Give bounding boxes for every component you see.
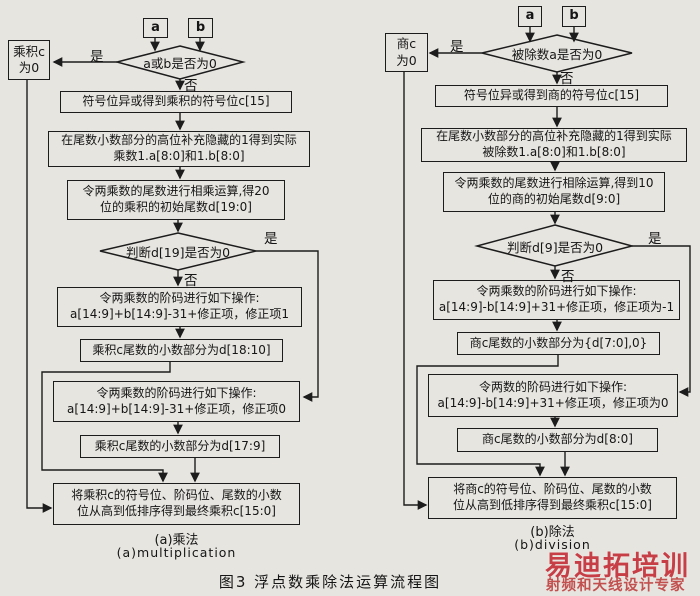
div-no-label-1: 否 <box>560 71 574 87</box>
div-exponent-corr0-box: 令两数的阶码进行如下操作: a[14:9]-b[14:9]+31+修正项，修正项… <box>428 374 678 417</box>
mult-yes-label-1: 是 <box>90 49 104 65</box>
div-caption-en: (b)division <box>514 537 591 552</box>
div-mantissa-op-box: 令两乘数的尾数进行相除运算,得到10 位的商的初始尾数d[9:0] <box>443 172 665 212</box>
div-caption-zh: (b)除法 <box>530 525 575 540</box>
mult-caption-en: (a)multiplication <box>116 545 237 560</box>
watermark-brand: 易迪拓培训 <box>545 551 690 582</box>
mult-input-b-box: b <box>188 18 213 38</box>
watermark-tagline: 射频和天线设计专家 <box>546 578 686 594</box>
mult-caption-zh: (a)乘法 <box>154 533 199 548</box>
mult-exponent-corr0-box: 令两乘数的阶码进行如下操作: a[14:9]+b[14:9]-31+修正项，修正… <box>53 381 300 422</box>
mult-exponent-corr1-box: 令两乘数的阶码进行如下操作: a[14:9]+b[14:9]-31+修正项，修正… <box>57 287 302 327</box>
mult-mantissa-op-box: 令两乘数的尾数进行相乘运算,得20 位的乘积的初始尾数d[19:0] <box>67 180 285 220</box>
div-zero-result-box: 商c 为0 <box>385 33 428 72</box>
div-decision-zero-label: 被除数a是否为0 <box>511 46 603 62</box>
div-yes-label-1: 是 <box>450 39 464 55</box>
div-input-b-box: b <box>562 6 586 27</box>
mult-fraction0-box: 乘积c尾数的小数部分为d[17:9] <box>80 435 280 458</box>
mult-no-label-1: 否 <box>184 78 198 94</box>
div-decision-msb-label: 判断d[9]是否为0 <box>506 239 604 255</box>
figure-caption: 图3 浮点数乘除法运算流程图 <box>218 573 442 591</box>
div-input-a-box: a <box>518 6 542 27</box>
mult-decision-msb-label: 判断d[19]是否为0 <box>125 244 231 260</box>
mult-assemble-box: 将乘积c的符号位、阶码位、尾数的小数 位从高到低排序得到最终乘积c[15:0] <box>53 483 300 525</box>
div-exponent-corr1-box: 令两乘数的阶码进行如下操作: a[14:9]-b[14:9]+31+修正项，修正… <box>433 280 680 320</box>
div-assemble-box: 将商c的符号位、阶码位、尾数的小数 位从高到低排序得到最终乘积c[15:0] <box>428 477 677 519</box>
mult-yes-label-2: 是 <box>264 231 278 247</box>
div-sign-box: 符号位异或得到商的符号位c[15] <box>435 85 668 107</box>
mult-sign-box: 符号位异或得到乘积的符号位c[15] <box>60 91 292 113</box>
mult-zero-result-box: 乘积c 为0 <box>8 40 50 80</box>
div-fraction1-box: 商c尾数的小数部分为{d[7:0],0} <box>457 332 660 355</box>
div-fraction0-box: 商c尾数的小数部分为d[8:0] <box>457 428 658 452</box>
mult-input-a-box: a <box>143 18 168 38</box>
div-no-label-2: 否 <box>561 269 575 285</box>
mult-no-label-2: 否 <box>184 273 198 289</box>
div-hidden-one-box: 在尾数小数部分的高位补充隐藏的1得到实际 被除数1.a[8:0]和1.b[8:0… <box>421 128 687 162</box>
mult-hidden-one-box: 在尾数小数部分的高位补充隐藏的1得到实际 乘数1.a[8:0]和1.b[8:0] <box>48 131 310 167</box>
div-yes-label-2: 是 <box>648 231 662 247</box>
mult-decision-zero-label: a或b是否为0 <box>143 55 217 71</box>
mult-fraction1-box: 乘积c尾数的小数部分为d[18:10] <box>80 339 283 362</box>
